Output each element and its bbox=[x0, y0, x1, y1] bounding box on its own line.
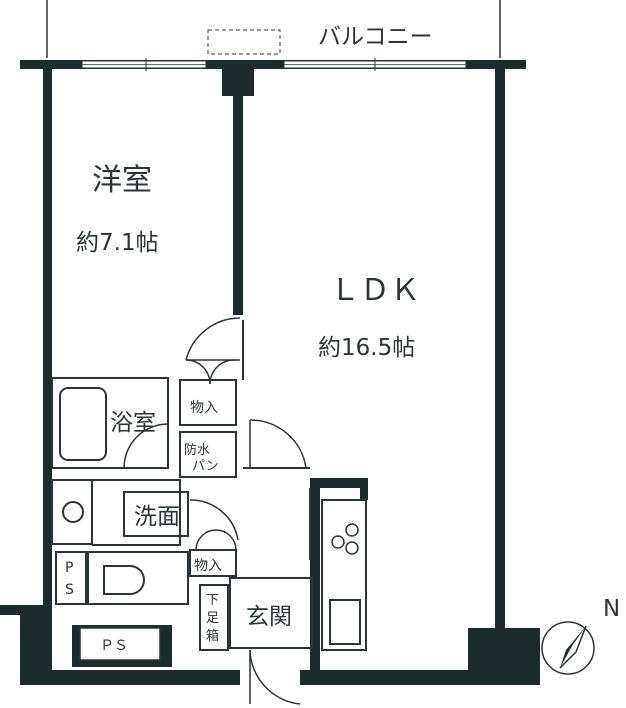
balcony-label: バルコニー bbox=[318, 24, 433, 50]
door-entrance bbox=[249, 649, 301, 705]
shoe-box-label-3: 箱 bbox=[206, 628, 219, 644]
shoe-box-label-1: 下 bbox=[206, 593, 219, 608]
aircon-outdoor-unit bbox=[207, 29, 281, 55]
door-storage-lower bbox=[195, 529, 217, 551]
ps-bottom-label: ＰＳ bbox=[100, 638, 128, 654]
storage-lower-label: 物入 bbox=[194, 558, 222, 574]
stove-icon bbox=[331, 523, 359, 555]
windows bbox=[81, 58, 467, 71]
door-washroom bbox=[189, 499, 239, 541]
compass-north-label: N bbox=[603, 596, 620, 622]
western-room-size: 約7.1帖 bbox=[76, 230, 159, 256]
western-room-name: 洋室 bbox=[92, 163, 152, 198]
storage-upper-label: 物入 bbox=[190, 400, 218, 416]
room-labels: バルコニー 洋室 約7.1帖 ＬＤＫ 約16.5帖 浴室 物入 防水 パン 洗面… bbox=[65, 24, 620, 661]
doors bbox=[123, 317, 307, 705]
entrance-label: 玄関 bbox=[246, 604, 292, 630]
ldk-name: ＬＤＫ bbox=[330, 273, 420, 308]
walls bbox=[0, 60, 540, 685]
door-bathroom bbox=[123, 423, 169, 469]
waterproof-pan-label-1: 防水 bbox=[184, 442, 210, 458]
balcony bbox=[46, 0, 501, 58]
waterproof-pan-label-2: パン bbox=[192, 459, 219, 474]
ps-left-label-1: P bbox=[65, 560, 73, 576]
ps-left-label-2: S bbox=[65, 582, 74, 598]
shoe-box-label-2: 足 bbox=[206, 611, 219, 626]
washroom-label: 洗面 bbox=[134, 504, 180, 530]
door-western-room bbox=[185, 317, 241, 361]
compass-icon bbox=[541, 621, 595, 675]
bathroom-label: 浴室 bbox=[110, 410, 156, 436]
partitions bbox=[51, 320, 367, 651]
door-ldk bbox=[249, 419, 307, 469]
ldk-size: 約16.5帖 bbox=[318, 335, 415, 361]
